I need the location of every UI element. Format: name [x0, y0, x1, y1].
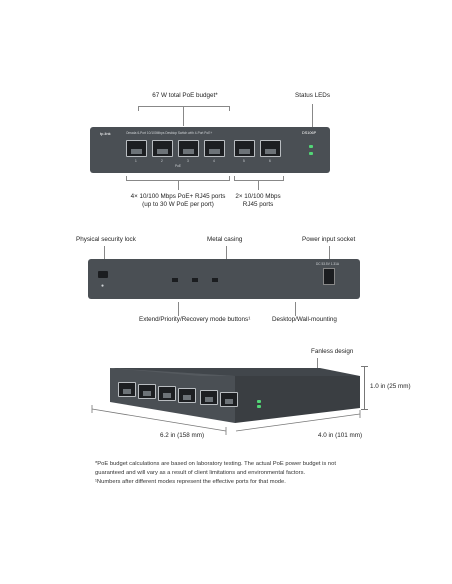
rj45-port — [260, 140, 281, 157]
switch-front-panel: tp-link Omada 6-Port 10/100Mbps Desktop … — [90, 127, 330, 173]
port-number: 4 — [213, 159, 215, 163]
rj45-ports-bracket — [234, 180, 284, 181]
security-lock-label: Physical security lock — [76, 236, 136, 243]
port-number: 1 — [135, 159, 137, 163]
mode-buttons-label: Extend/Priority/Recovery mode buttons¹ — [139, 316, 251, 323]
rj45-port — [152, 140, 173, 157]
brand-logo: tp-link — [100, 131, 111, 136]
rj45-port — [178, 140, 199, 157]
panel-description: Omada 6-Port 10/100Mbps Desktop Switch w… — [126, 131, 213, 135]
port-number: 6 — [269, 159, 271, 163]
status-led — [257, 400, 261, 403]
mode-button — [192, 278, 198, 282]
status-led — [309, 145, 313, 148]
height-dimension-line — [364, 366, 365, 410]
rj45-port — [178, 388, 196, 403]
height-label: 1.0 in (25 mm) — [370, 383, 411, 390]
mode-button — [212, 278, 218, 282]
poe-budget-bracket — [138, 106, 230, 107]
depth-label: 4.0 in (101 mm) — [318, 432, 363, 439]
power-socket-label: Power input socket — [302, 236, 356, 243]
status-led — [309, 152, 313, 155]
mode-button — [172, 278, 178, 282]
rj45-ports-label: 2× 10/100 Mbps RJ45 ports — [235, 193, 281, 208]
fanless-label: Fanless design — [311, 348, 354, 355]
port-number: 2 — [161, 159, 163, 163]
poe-budget-label: 67 W total PoE budget* — [152, 92, 218, 99]
poe-ports-label: 4× 10/100 Mbps PoE+ RJ45 ports (up to 30… — [130, 193, 226, 208]
switch-rear-panel: ● DC 53.5V 1.31A — [88, 259, 360, 299]
footnotes: *PoE budget calculations are based on la… — [95, 460, 395, 487]
security-lock-slot — [98, 271, 108, 278]
status-led — [257, 405, 261, 408]
poe-tag: PoE — [175, 164, 182, 168]
metal-casing-label: Metal casing — [207, 236, 243, 243]
model-name: DS106P — [302, 131, 317, 135]
rj45-port — [118, 382, 136, 397]
rj45-port — [158, 386, 176, 401]
power-spec: DC 53.5V 1.31A — [316, 262, 340, 266]
footnote-line: guaranteed and will vary as a result of … — [95, 469, 306, 476]
port-number: 5 — [243, 159, 245, 163]
port-number: 3 — [187, 159, 189, 163]
width-label: 6.2 in (158 mm) — [160, 432, 205, 439]
lock-icon: ● — [101, 283, 105, 289]
rj45-port — [204, 140, 225, 157]
status-leds-line — [312, 104, 313, 144]
rj45-port — [126, 140, 147, 157]
mounting-label: Desktop/Wall-mounting — [272, 316, 337, 323]
power-socket — [323, 268, 335, 285]
rj45-port — [234, 140, 255, 157]
status-leds-label: Status LEDs — [295, 92, 330, 99]
rj45-port — [220, 392, 238, 407]
rj45-port — [200, 390, 218, 405]
footnote-line: ¹Numbers after different modes represent… — [95, 478, 286, 485]
rj45-port — [138, 384, 156, 399]
footnote-line: *PoE budget calculations are based on la… — [95, 461, 336, 467]
